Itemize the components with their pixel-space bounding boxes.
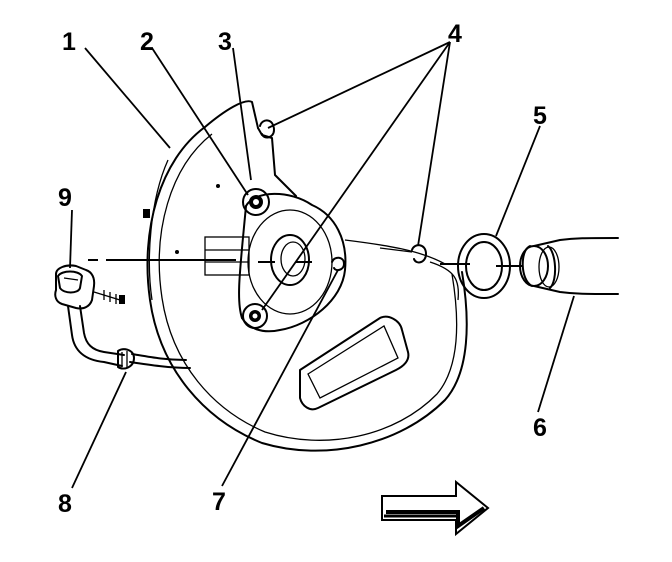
hub-flange (204, 192, 347, 333)
callout-3: 3 (218, 28, 232, 56)
axis-centre-line (88, 259, 522, 267)
leader-lines (69, 41, 575, 489)
backing-plate (143, 100, 468, 452)
callout-9: 9 (58, 184, 72, 212)
sensor-cable (67, 305, 191, 369)
callout-8: 8 (58, 490, 72, 518)
axle-shaft (519, 237, 619, 295)
mounting-bolt-lower (242, 303, 268, 329)
callout-5: 5 (533, 102, 547, 130)
retaining-clip-centre (331, 256, 345, 272)
mounting-bolt-upper (242, 188, 270, 216)
cable-grommet (117, 348, 135, 370)
callout-1: 1 (62, 28, 76, 56)
direction-arrow-icon (381, 479, 490, 537)
callout-7: 7 (212, 488, 226, 516)
retaining-clip-upper (259, 119, 275, 139)
sensor-pad (299, 315, 410, 411)
retaining-clip-right (379, 244, 427, 264)
callout-6: 6 (533, 414, 547, 442)
callout-4: 4 (448, 20, 462, 48)
wheel-speed-sensor-connector (54, 264, 125, 310)
callout-2: 2 (140, 28, 154, 56)
